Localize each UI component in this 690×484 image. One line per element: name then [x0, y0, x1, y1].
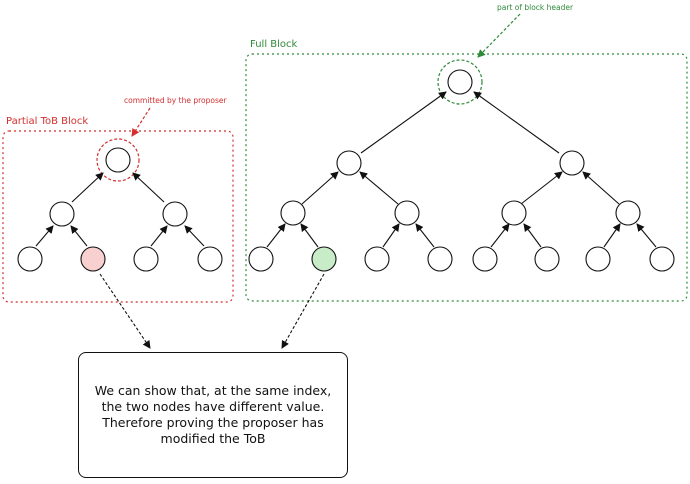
full-tree-nodes — [248, 69, 675, 272]
explanation-note: We can show that, at the same index, the… — [78, 352, 348, 478]
full-block-frame — [245, 53, 688, 302]
full-node-l2-2 — [394, 200, 420, 226]
explanation-line-3: Therefore proving the proposer has — [102, 415, 324, 430]
full-root-highlight-ring — [437, 59, 483, 105]
full-leaf-3 — [364, 246, 390, 272]
edge — [603, 223, 621, 248]
edge — [359, 171, 399, 205]
block-header-annotation-arrow — [477, 13, 521, 58]
comparison-arrows — [99, 273, 325, 349]
partial-leaf-1 — [17, 246, 43, 272]
partial-leaf-to-note-arrow — [99, 273, 151, 349]
edge — [132, 172, 165, 203]
edge — [184, 225, 205, 247]
full-block-group: Full Block part of block header — [245, 3, 688, 302]
full-leaf-8 — [649, 246, 675, 272]
block-header-annotation: part of block header — [497, 3, 574, 12]
edge — [71, 172, 104, 203]
explanation-line-1: We can show that, at the same index, — [94, 383, 332, 398]
full-leaf-to-note-arrow — [281, 273, 325, 349]
partial-tree-nodes — [17, 147, 223, 272]
full-leaf-7 — [585, 246, 611, 272]
full-leaf-5 — [472, 246, 498, 272]
full-leaf-4 — [427, 246, 453, 272]
edge — [382, 223, 400, 248]
edge — [520, 171, 563, 205]
edge — [473, 91, 560, 154]
edge — [490, 223, 510, 248]
full-node-l1-right — [559, 150, 585, 176]
full-node-l2-4 — [615, 200, 641, 226]
edge — [523, 223, 542, 248]
partial-tob-block-group: Partial ToB Block committed by the propo… — [2, 96, 234, 303]
full-node-l2-3 — [501, 200, 527, 226]
full-leaf-6 — [534, 246, 560, 272]
partial-node-l1-left — [49, 201, 75, 227]
explanation-text: We can show that, at the same index, the… — [95, 383, 332, 447]
full-node-l1-left — [336, 150, 362, 176]
committed-annotation-arrow — [131, 107, 151, 137]
full-leaf-2-highlighted — [311, 246, 337, 272]
edge — [415, 223, 435, 248]
partial-tob-block-label: Partial ToB Block — [6, 116, 88, 127]
partial-tree-edges — [35, 172, 205, 247]
edge — [35, 225, 54, 247]
explanation-line-4: modified the ToB — [160, 431, 266, 446]
partial-node-l1-right — [162, 201, 188, 227]
partial-leaf-3 — [133, 246, 159, 272]
committed-annotation: committed by the proposer — [124, 96, 227, 105]
edge — [582, 171, 620, 205]
full-tree-edges — [266, 91, 657, 248]
explanation-line-2: the two nodes have different value. — [101, 399, 325, 414]
partial-root-node — [105, 147, 131, 173]
full-node-l2-1 — [280, 200, 306, 226]
edge — [300, 223, 319, 248]
edge — [360, 91, 447, 154]
edge — [150, 225, 168, 247]
full-leaf-1 — [248, 246, 274, 272]
edge — [636, 223, 657, 248]
partial-leaf-4 — [197, 246, 223, 272]
full-block-label: Full Block — [250, 39, 298, 50]
edge — [301, 171, 339, 205]
full-root-node — [447, 69, 473, 95]
partial-leaf-2-highlighted — [80, 246, 106, 272]
partial-root-highlight-ring — [96, 138, 140, 182]
partial-tob-block-frame — [2, 130, 234, 303]
edge — [266, 223, 286, 248]
edge — [70, 225, 88, 247]
